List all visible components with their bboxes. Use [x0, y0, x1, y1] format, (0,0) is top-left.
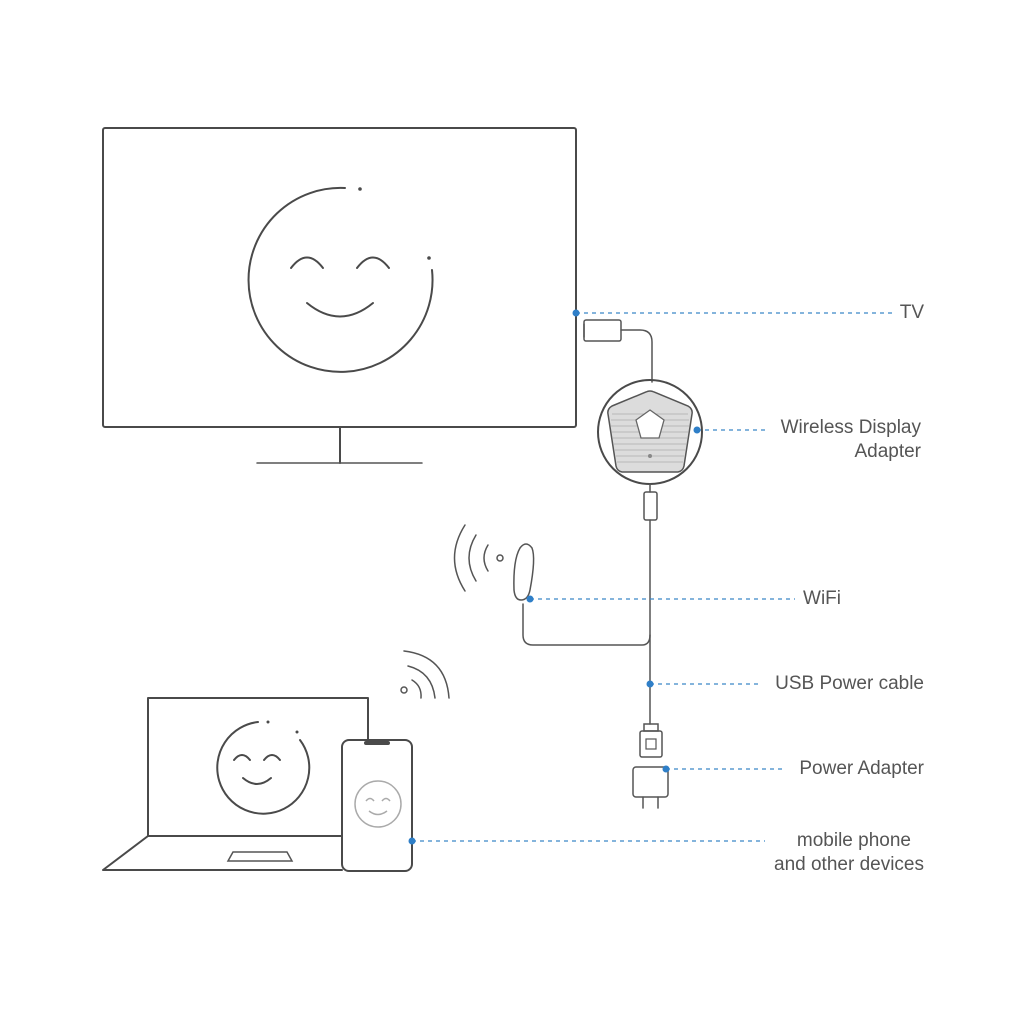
usb-cable-dot [646, 680, 654, 688]
wifi-antenna [513, 543, 651, 646]
wifi-label: WiFi [803, 588, 841, 609]
adapter-label: Wireless Display Adapter [781, 416, 921, 464]
wifi-signal-icon [453, 524, 504, 592]
micro-usb-plug [643, 491, 658, 521]
mobile-phone [341, 739, 413, 872]
phone-smiley-icon [354, 780, 402, 828]
usb-cable-label: USB Power cable [775, 673, 924, 694]
adapter-label-line2: Adapter [854, 441, 921, 462]
mobile-label-line1: mobile phone [796, 830, 911, 851]
adapter-dot [693, 426, 701, 434]
mobile-dot [408, 837, 416, 845]
adapter-label-line1: Wireless Display [780, 417, 921, 438]
laptop [102, 697, 369, 871]
power-adapter [632, 766, 669, 809]
tv-smiley-icon [247, 186, 434, 373]
power-adapter-label: Power Adapter [799, 758, 924, 779]
hdmi-connector [583, 319, 653, 383]
tv [102, 127, 577, 464]
tv-dot [572, 309, 580, 317]
laptop-smiley-icon [216, 720, 311, 815]
usb-a-plug [639, 723, 663, 758]
laptop-wifi-icon [400, 650, 450, 699]
power-adapter-dot [662, 765, 670, 773]
mobile-label-line2: and other devices [774, 854, 924, 875]
mobile-label: mobile phone and other devices [774, 829, 924, 877]
tv-screen [102, 127, 577, 428]
wifi-dot [526, 595, 534, 603]
tv-label: TV [899, 302, 924, 323]
wireless-display-adapter [597, 379, 703, 485]
